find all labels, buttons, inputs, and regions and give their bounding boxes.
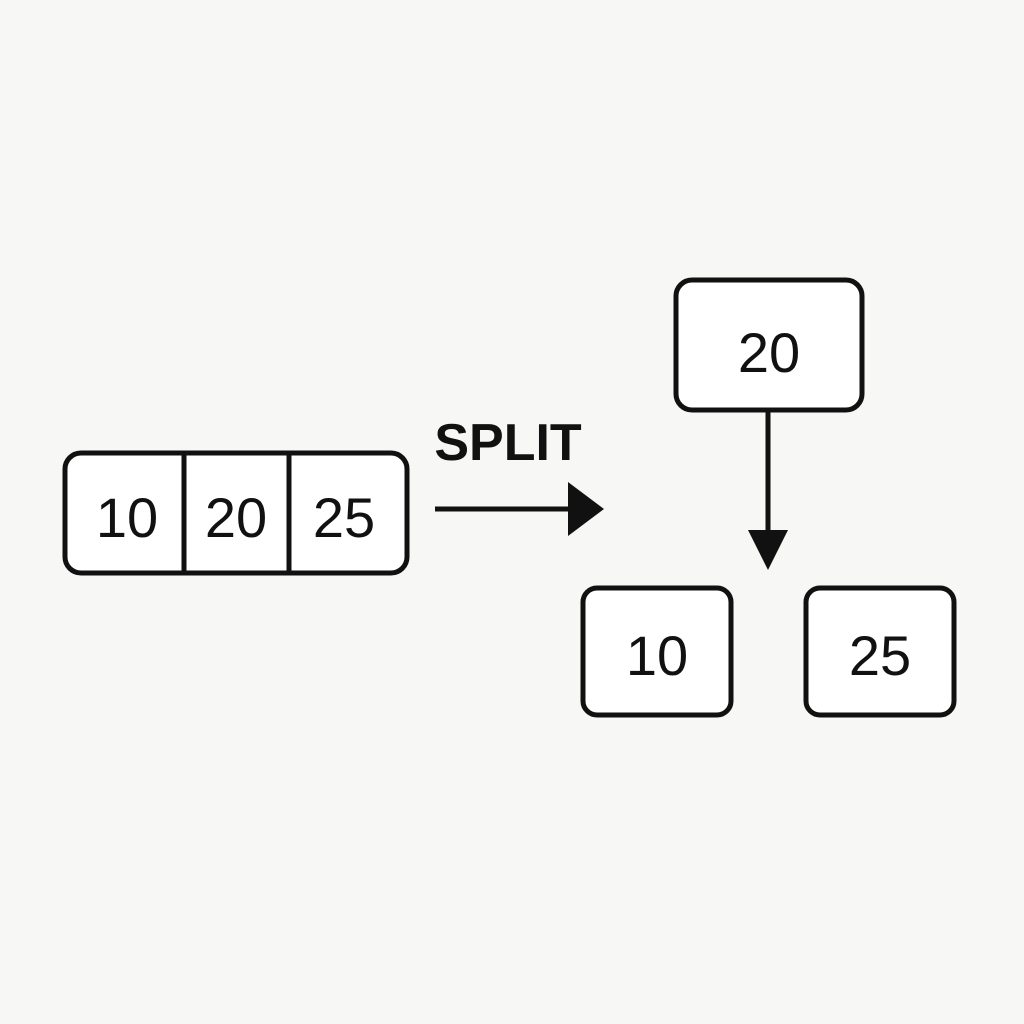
- split-label: SPLIT: [434, 414, 582, 472]
- right-child-key: 25: [849, 624, 911, 687]
- left-child-key: 10: [626, 624, 688, 687]
- parent-key: 20: [738, 321, 800, 384]
- source-key-2: 20: [205, 486, 267, 549]
- left-child-box: [580, 585, 734, 718]
- down-arrow: [748, 410, 788, 570]
- right-child-box: [803, 585, 957, 718]
- right-child-node: 25: [803, 585, 957, 718]
- source-node-box: [62, 450, 410, 576]
- source-node: 10 20 25: [62, 450, 410, 576]
- source-key-1: 10: [96, 486, 158, 549]
- parent-node: 20: [673, 277, 865, 413]
- split-arrow-head: [568, 482, 604, 536]
- source-key-3: 25: [313, 486, 375, 549]
- split-arrow: [435, 482, 604, 536]
- left-child-node: 10: [580, 585, 734, 718]
- down-arrow-head: [748, 530, 788, 570]
